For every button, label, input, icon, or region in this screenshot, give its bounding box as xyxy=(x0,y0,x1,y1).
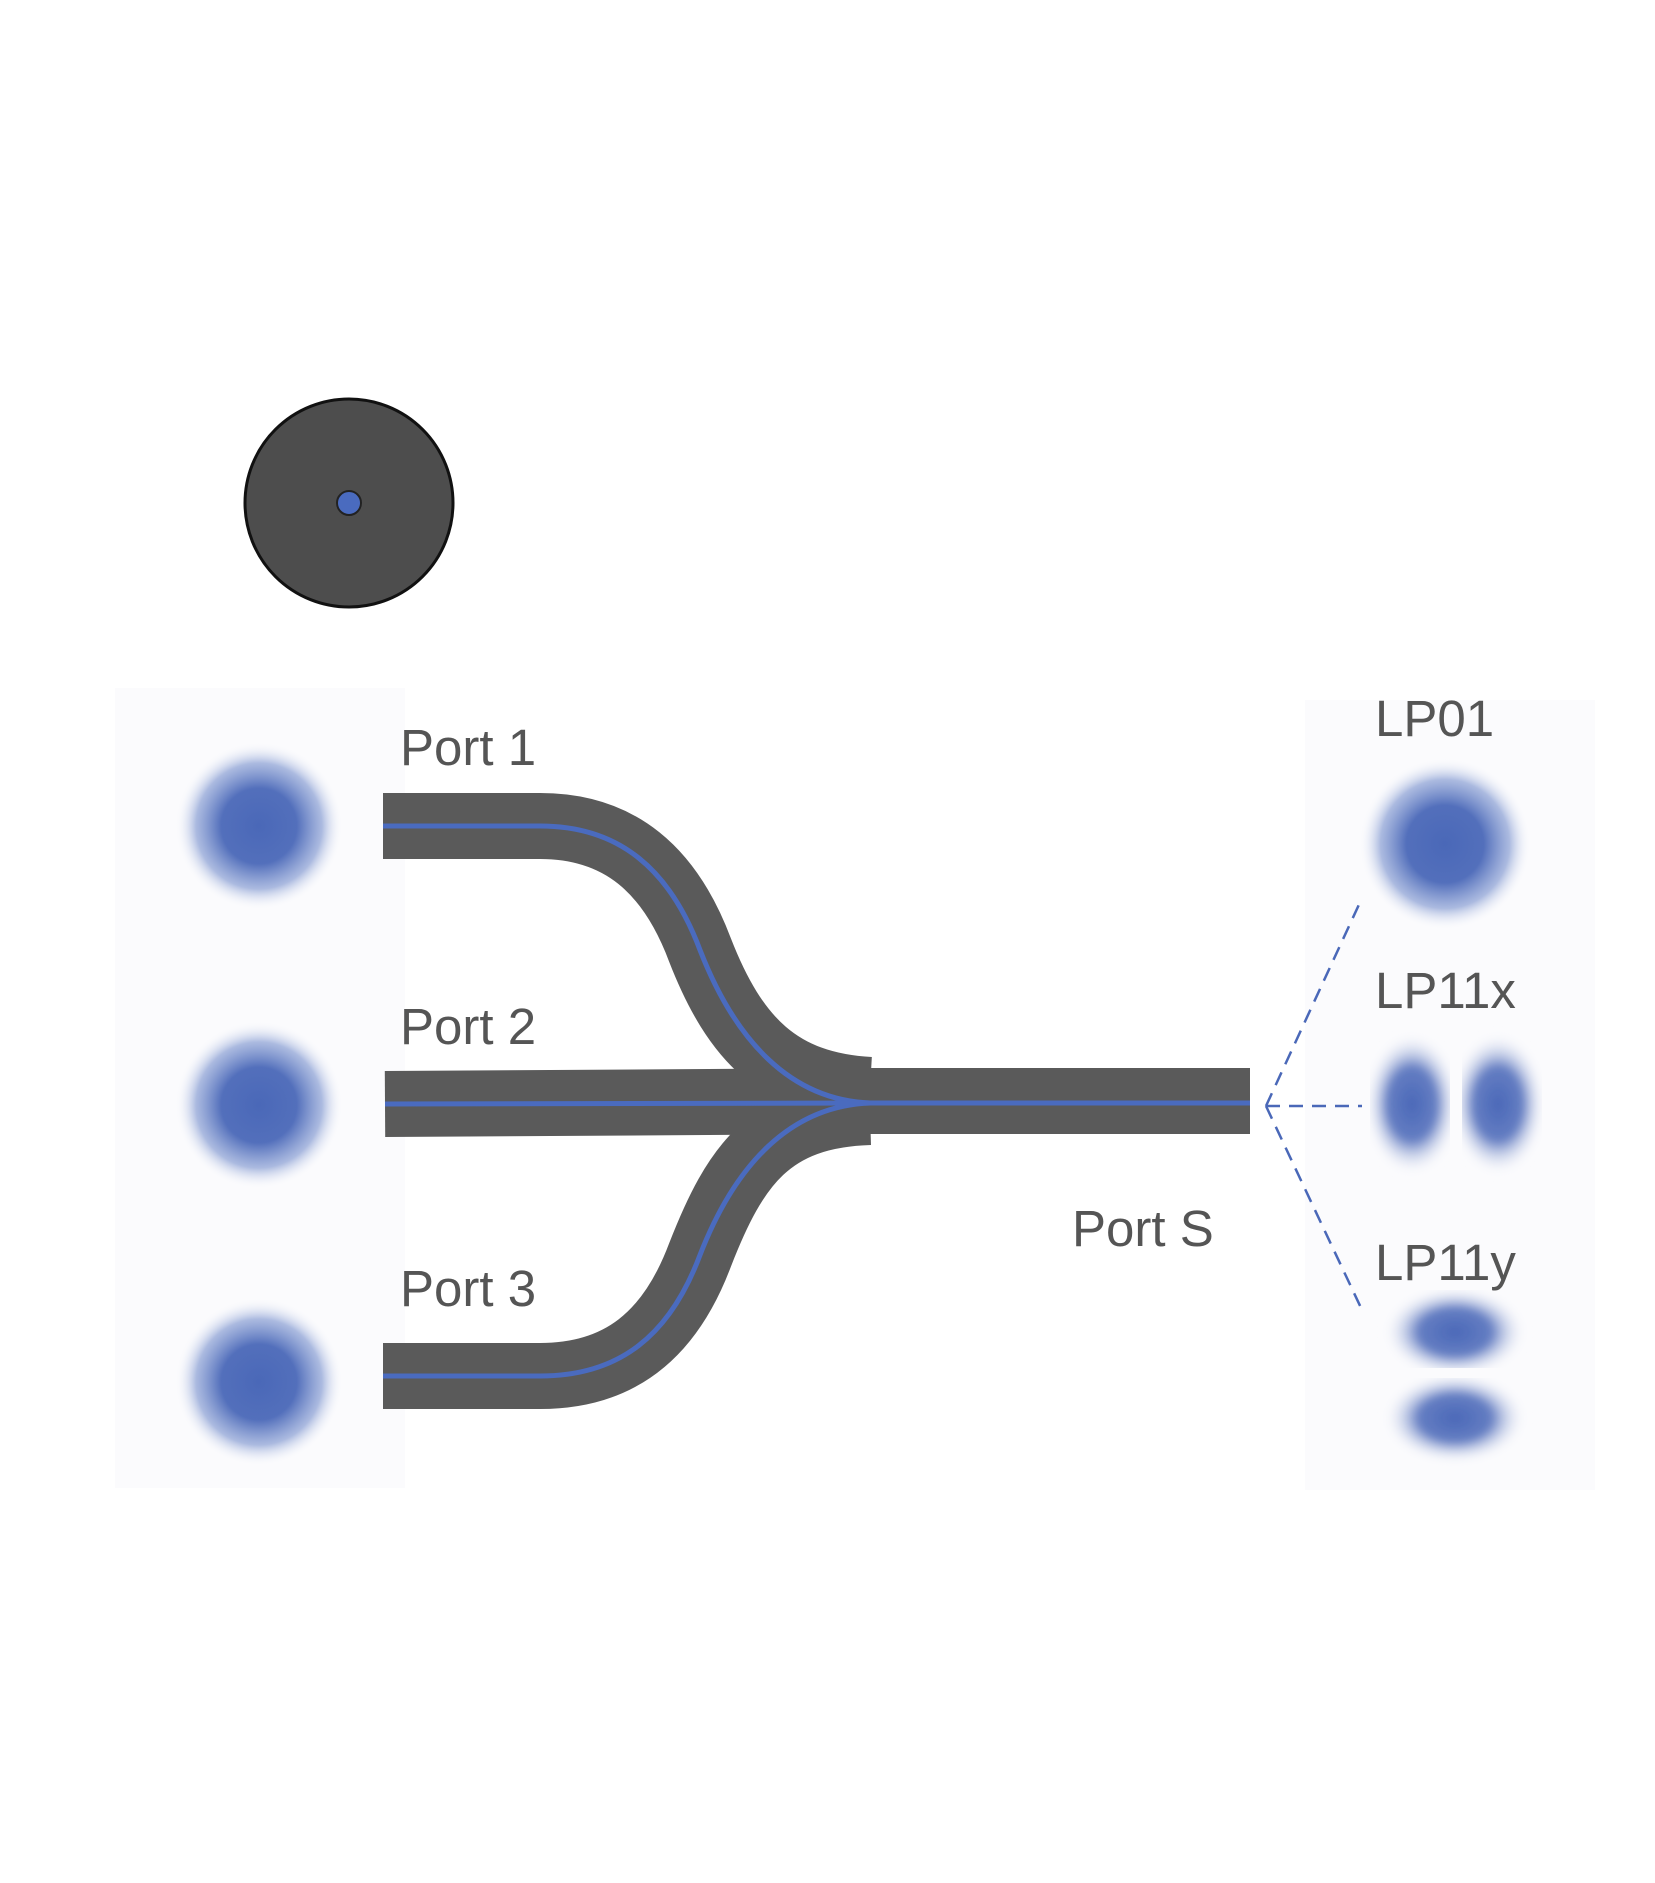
lp11y-label: LP11y xyxy=(1375,1234,1516,1291)
lp01-label: LP01 xyxy=(1375,690,1494,747)
portS-label: Port S xyxy=(1072,1200,1214,1257)
port2-core xyxy=(384,1100,1250,1107)
fiber-core xyxy=(336,490,362,516)
lp11y-mode-icon xyxy=(1383,1290,1527,1464)
port3-input-mode-icon xyxy=(175,1298,343,1466)
port3-label: Port 3 xyxy=(400,1260,536,1317)
port1-input-mode-icon xyxy=(175,742,343,910)
port2-label: Port 2 xyxy=(400,998,536,1055)
waveguide-y-junction xyxy=(383,793,1250,1409)
port3-core xyxy=(383,1100,871,1379)
port1-label: Port 1 xyxy=(400,719,536,776)
mode-decomposition-lines xyxy=(1264,897,1364,1311)
lp01-mode-icon xyxy=(1359,758,1531,930)
port1-core xyxy=(383,823,871,1106)
port2-input-mode-icon xyxy=(175,1021,343,1189)
port3-waveguide xyxy=(383,1079,872,1409)
lp11x-label: LP11x xyxy=(1375,962,1516,1019)
fiber-cross-section-icon xyxy=(243,397,455,609)
lp11x-mode-icon xyxy=(1370,1032,1542,1176)
